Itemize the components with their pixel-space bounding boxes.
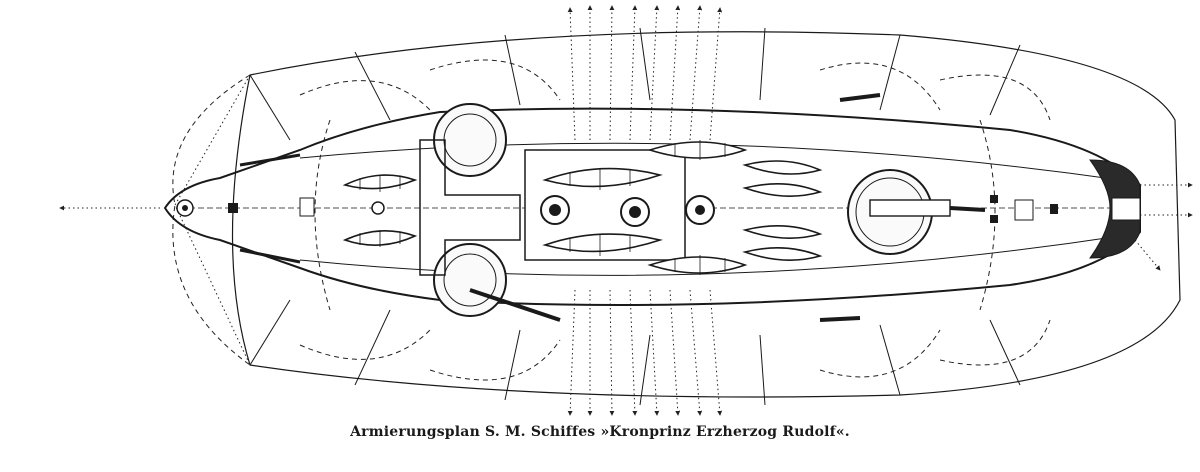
armament-plan-drawing <box>59 5 1193 416</box>
forward-barbette <box>847 169 986 255</box>
firing-lines-top <box>567 5 723 141</box>
figure-caption: Armierungsplan S. M. Schiffes »Kronprinz… <box>350 424 850 440</box>
firing-lines-ends <box>59 182 1193 271</box>
stern-deck-fittings <box>176 153 385 264</box>
ship-boats <box>342 140 823 275</box>
aft-barbettes <box>433 103 561 322</box>
fire-arc-circles <box>299 59 1051 381</box>
arc-sector-lines <box>249 27 1021 406</box>
firing-lines-bottom <box>567 289 723 416</box>
bow-deck-fittings <box>819 93 1058 322</box>
